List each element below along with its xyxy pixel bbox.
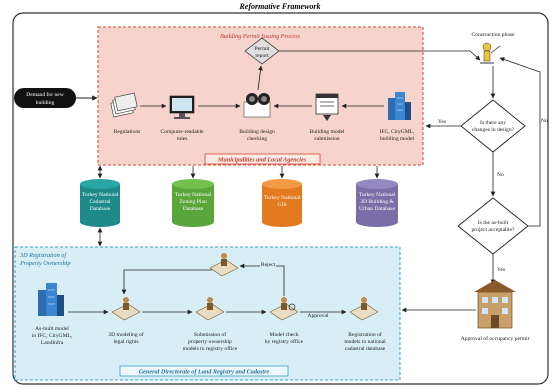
arrow-report-to-construction [279,50,481,61]
modeling-label-2: legal rights [113,339,138,345]
arrow-reject-to-modeling [121,269,212,295]
database-zoning [172,179,214,227]
model-check-label-2: by registry office [265,338,304,345]
decision-changes-diamond [460,99,526,153]
acceptable-yes-label: Yes [497,267,505,273]
registration-label-3: cadastral database [345,346,386,352]
changes-no-label: No [497,172,504,178]
permit-footer-label: Municipalities and Local Agencies [217,157,307,164]
db-3d-label-1: Turkey National [359,192,396,198]
permit-process-title: Building Permit Issuing Process [220,33,301,40]
registration-title-2: Property Ownership [19,260,70,267]
database-gis [262,179,302,227]
as-built-label-3: LandInfra [41,339,64,346]
decision-acceptable-diamond [457,197,529,255]
registry-submission-label-2: property ownership [188,339,232,345]
db-gis-label-1: Turkey National [264,195,301,201]
approval-label: Approval [307,313,329,319]
db-zoning-label-2: Zoning Plan [179,199,207,205]
computer-icon [169,95,195,119]
reject-label: Reject [261,262,276,268]
design-checking-label-2: checking [247,136,267,142]
decision-changes-label-2: changes in design? [472,127,515,133]
submission-icon [315,93,339,121]
binoculars-icon [243,93,271,118]
registration-footer-label: General Directorate of Land Registry and… [139,369,270,376]
permit-report-diamond [244,37,280,65]
construction-icon [480,42,501,64]
registration-icon [349,297,379,321]
registration-footer-box [119,365,289,377]
registration-label-1: Registration of [348,331,382,338]
permit-report-label-2: report [255,53,269,59]
db-cadastral-label-1: Turkey National [82,192,119,198]
db-cadastral-label-3: Database [90,206,111,212]
decision-acceptable-label-1: Is the as-built [478,220,509,226]
design-checking-label-1: Building design [239,129,275,135]
ifc-model-label-2: building model [380,136,414,142]
model-check-icon [269,297,299,321]
regulations-label: Regulations [114,129,141,135]
database-3d-urban [356,179,398,227]
occupancy-label: Approval of occupancy permit [461,335,530,342]
diagram-title: Reformative Framework [238,2,320,11]
computer-rules-label-1: Computer-readable [160,129,204,135]
db-gis-label-2: GIS [277,202,286,208]
db-zoning-label-1: Turkey National [175,192,212,198]
demand-node [14,88,76,108]
registry-submission-label-1: Submission of [194,331,226,338]
changes-yes-label: Yes [438,119,446,125]
decision-acceptable-label-2: project acceptable? [471,227,515,233]
registration-label-2: models to national [344,339,386,345]
building-model-icon [388,92,411,120]
registry-submission-icon [195,297,225,321]
permit-footer-box [204,153,321,165]
modeling-icon [111,297,141,321]
model-check-label-1: Model check [269,332,298,338]
db-cadastral-label-2: Cadastral [89,199,111,205]
outer-frame [12,12,549,385]
as-built-label-1: As-built model [35,326,69,332]
db-3d-label-2: 3D Building & [360,199,394,205]
demand-label-1: Demand for new [26,91,65,98]
arrow-check-to-reject [276,265,285,296]
regulations-icon [110,92,138,118]
reject-icon [209,253,239,277]
model-submission-label-1: Building model [310,129,345,135]
registry-submission-label-3: models to registry office [183,345,238,352]
registration-title-1: 3D Registration of [19,252,67,259]
construction-phase-label: Construction phase [471,32,515,38]
db-zoning-label-3: Database [183,206,204,212]
occupancy-building-icon [474,280,516,329]
demand-label-2: building [36,100,55,106]
database-cadastral [80,179,120,227]
computer-rules-label-2: rules [177,136,188,142]
ifc-model-label-1: IFC, CityGML, [380,129,416,135]
arrow-check-to-report [257,65,263,91]
as-built-label-2: in IFC, CityGML, [32,333,73,339]
decision-changes-label-1: Is there any [480,120,506,126]
model-submission-label-2: submission [314,136,339,142]
permit-report-label-1: Permit [255,46,270,52]
db-3d-label-3: Urban Database [359,206,395,212]
modeling-label-1: 3D modeling of [108,331,144,338]
as-built-icon [38,283,64,316]
acceptable-no-label: No [541,118,548,124]
arrow-acceptable-no [499,57,541,227]
